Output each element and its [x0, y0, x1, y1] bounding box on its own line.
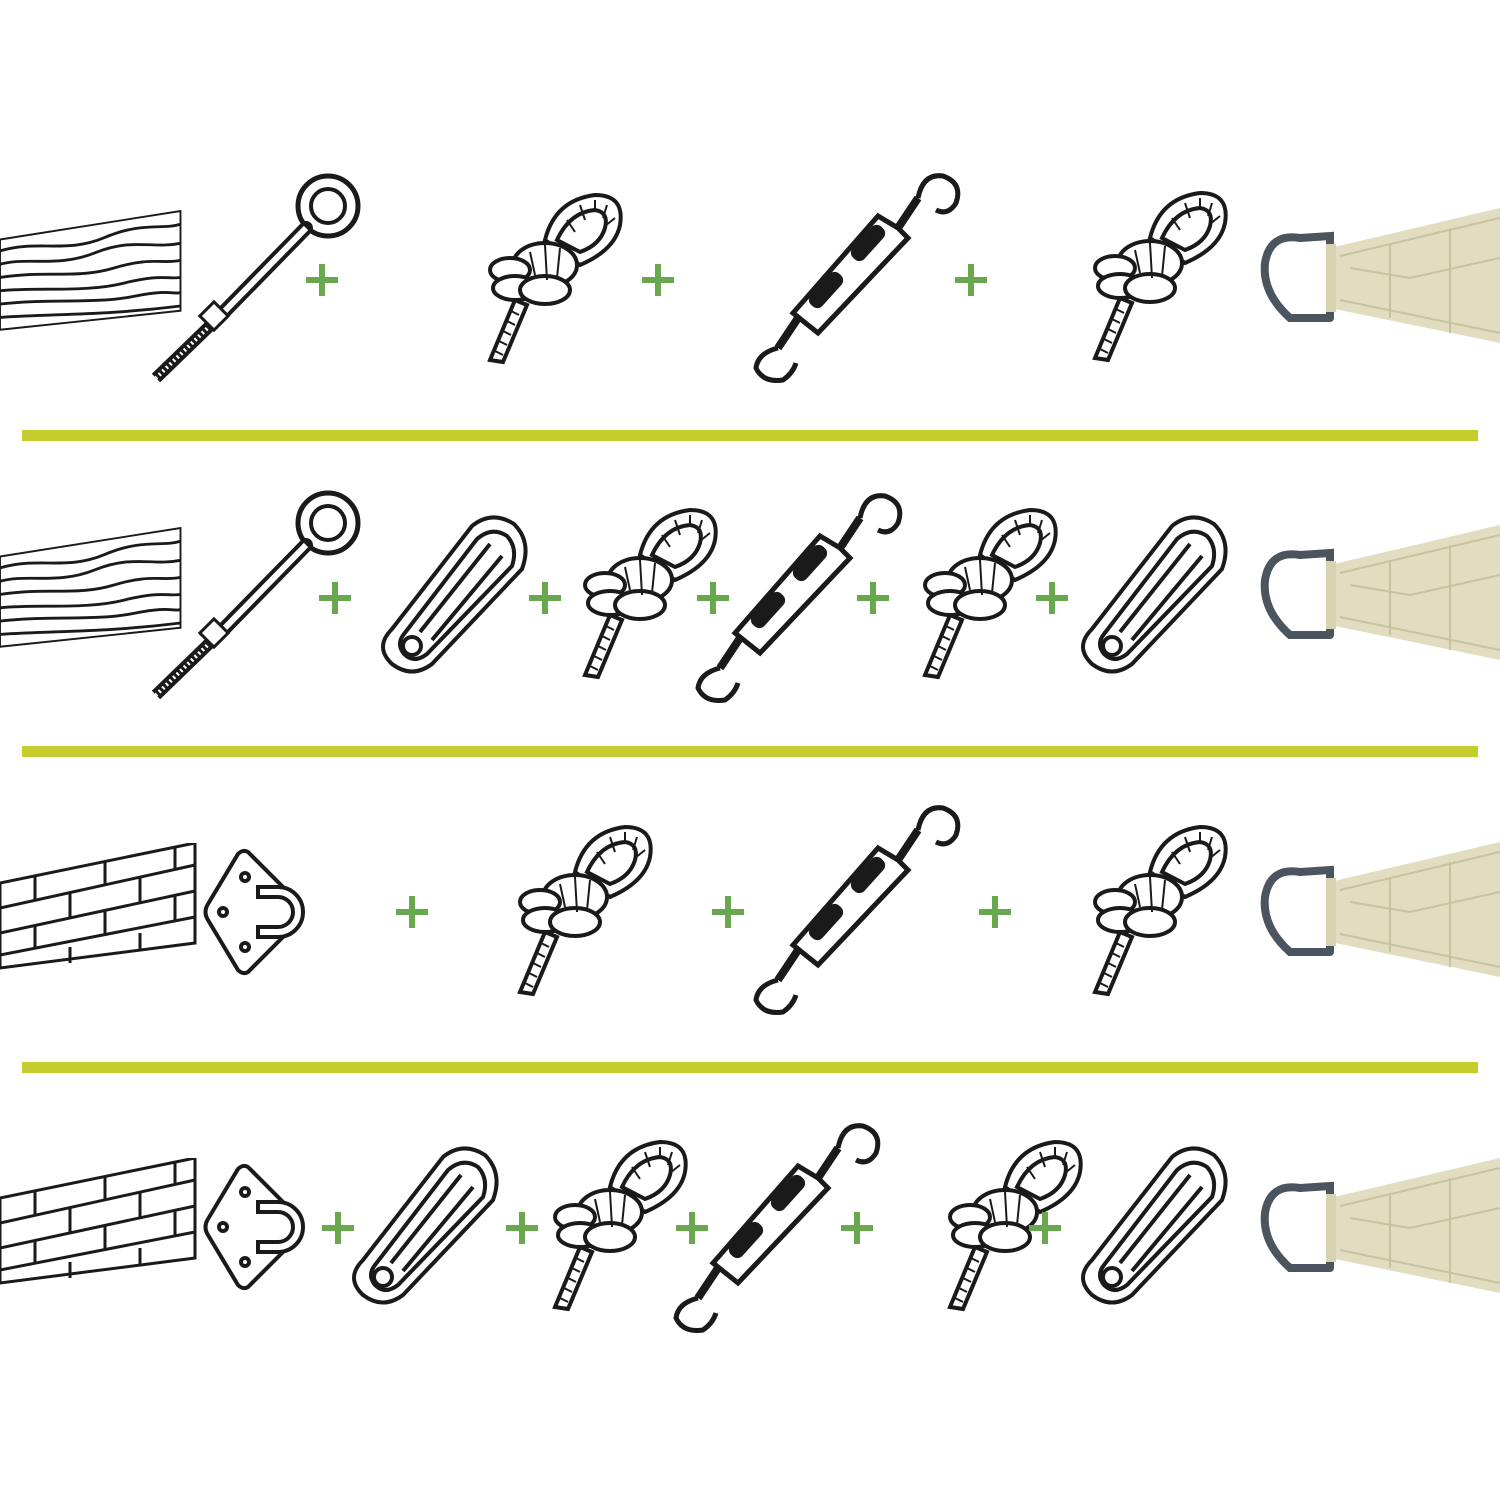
- row-separator-3: [22, 1062, 1478, 1073]
- shade-sail-corner-icon: [1265, 1158, 1500, 1293]
- row-separator-2: [22, 746, 1478, 757]
- turnbuckle-icon: [756, 176, 958, 381]
- plus-icon: [319, 582, 351, 614]
- rope-knot-icon: [948, 1140, 1083, 1311]
- eye-bolt-icon: [156, 493, 358, 695]
- turnbuckle-icon: [756, 808, 958, 1013]
- shade-sail-corner-icon: [1265, 208, 1500, 343]
- pad-eye-icon: [203, 1163, 305, 1291]
- installation-row-1: [0, 176, 1500, 381]
- plus-icon: [642, 264, 674, 296]
- plus-icon: [841, 1212, 873, 1244]
- rope-knot-icon: [518, 825, 653, 996]
- rope-knot-icon: [553, 1140, 688, 1311]
- plus-icon: [857, 582, 889, 614]
- plus-icon: [676, 1212, 708, 1244]
- plus-icon: [306, 264, 338, 296]
- rope-knot-icon: [1093, 825, 1228, 996]
- plus-icon: [529, 582, 561, 614]
- shade-sail-corner-icon: [1265, 842, 1500, 977]
- plus-icon: [697, 582, 729, 614]
- wood-surface-icon: [0, 210, 182, 332]
- carabiner-icon: [1081, 515, 1228, 674]
- pad-eye-icon: [203, 848, 305, 976]
- rope-knot-icon: [1093, 191, 1228, 362]
- plus-icon: [1036, 582, 1068, 614]
- carabiner-icon: [381, 515, 528, 674]
- installation-row-3: [0, 808, 1500, 1013]
- installation-row-4: [0, 1126, 1500, 1331]
- plus-icon: [979, 896, 1011, 928]
- rope-knot-icon: [488, 193, 623, 364]
- carabiner-icon: [1081, 1146, 1228, 1305]
- plus-icon: [506, 1212, 538, 1244]
- plus-icon: [322, 1212, 354, 1244]
- plus-icon: [712, 896, 744, 928]
- rope-knot-icon: [923, 508, 1058, 679]
- shade-sail-corner-icon: [1265, 525, 1500, 660]
- installation-row-2: [0, 493, 1500, 701]
- brick-wall-icon: [0, 843, 197, 970]
- plus-icon: [396, 896, 428, 928]
- plus-icon: [955, 264, 987, 296]
- carabiner-icon: [352, 1146, 499, 1305]
- rope-knot-icon: [583, 508, 718, 679]
- brick-wall-icon: [0, 1158, 197, 1285]
- row-separator-1: [22, 430, 1478, 441]
- wood-surface-icon: [0, 527, 182, 649]
